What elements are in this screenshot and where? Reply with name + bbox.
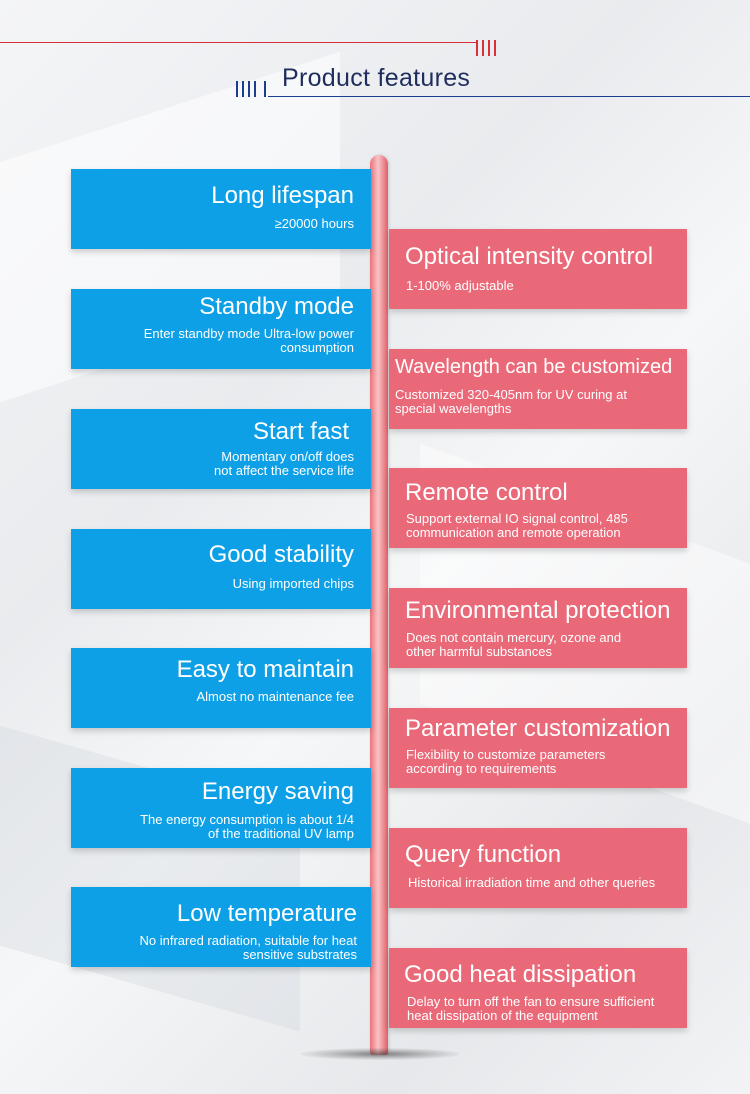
feature-title: Good stability: [208, 541, 354, 568]
feature-subtitle: No infrared radiation, suitable for heat…: [139, 933, 357, 962]
feature-subtitle: Does not contain mercury, ozone and othe…: [406, 630, 622, 659]
feature-card-start-fast: Start fast Momentary on/off does not aff…: [71, 409, 371, 489]
feature-subtitle: Almost no maintenance fee: [196, 689, 354, 704]
feature-card-wavelength-customized: Wavelength can be customized Customized …: [389, 349, 687, 429]
feature-title: Start fast: [252, 418, 349, 445]
feature-title: Remote control: [405, 479, 568, 506]
feature-title: Standby mode: [199, 293, 354, 320]
feature-subtitle: 1-100% adjustable: [406, 278, 514, 293]
feature-card-good-heat-dissipation: Good heat dissipation Delay to turn off …: [389, 948, 687, 1028]
feature-card-easy-to-maintain: Easy to maintain Almost no maintenance f…: [71, 648, 371, 728]
feature-title: Wavelength can be customized: [395, 356, 673, 378]
feature-title: Query function: [405, 841, 562, 868]
feature-title: Easy to maintain: [176, 656, 354, 683]
feature-card-energy-saving: Energy saving The energy consumption is …: [71, 768, 371, 848]
feature-card-long-lifespan: Long lifespan ≥20000 hours: [71, 169, 371, 249]
feature-title: Long lifespan: [211, 182, 354, 209]
feature-title: Environmental protection: [405, 597, 671, 624]
background-shape: [0, 708, 300, 1032]
feature-card-remote-control: Remote control Support external IO signa…: [389, 468, 687, 548]
feature-subtitle: Customized 320-405nm for UV curing at sp…: [395, 387, 627, 416]
feature-card-parameter-customization: Parameter customization Flexibility to c…: [389, 708, 687, 788]
feature-title: Low temperature: [176, 900, 357, 927]
header-blue-ticks: [236, 81, 268, 97]
feature-card-good-stability: Good stability Using imported chips: [71, 529, 371, 609]
feature-title: Energy saving: [201, 778, 354, 805]
header-blue-line: [268, 96, 750, 97]
feature-title: Optical intensity control: [405, 243, 654, 270]
feature-title: Parameter customization: [405, 715, 671, 742]
pole-shadow: [300, 1048, 460, 1060]
feature-subtitle: Flexibility to customize parameters acco…: [406, 747, 606, 776]
feature-card-query-function: Query function Historical irradiation ti…: [389, 828, 687, 908]
feature-subtitle: ≥20000 hours: [274, 216, 354, 231]
feature-subtitle: Momentary on/off does not affect the ser…: [214, 449, 354, 478]
feature-subtitle: Using imported chips: [232, 576, 354, 591]
feature-subtitle: Support external IO signal control, 485 …: [406, 511, 628, 540]
feature-title: Good heat dissipation: [404, 961, 637, 988]
header-red-ticks: [476, 40, 506, 56]
timeline-pole: [370, 155, 388, 1055]
page-title: Product features: [282, 64, 471, 92]
feature-card-environmental-protection: Environmental protection Does not contai…: [389, 588, 687, 668]
feature-subtitle: The energy consumption is about 1/4 of t…: [140, 812, 354, 841]
feature-card-standby-mode: Standby mode Enter standby mode Ultra-lo…: [71, 289, 371, 369]
feature-subtitle: Enter standby mode Ultra-low power consu…: [143, 326, 354, 355]
header-red-line: [0, 42, 476, 43]
feature-subtitle: Delay to turn off the fan to ensure suff…: [407, 994, 655, 1023]
feature-card-low-temperature: Low temperature No infrared radiation, s…: [71, 887, 371, 967]
feature-subtitle: Historical irradiation time and other qu…: [408, 875, 656, 890]
feature-card-optical-intensity-control: Optical intensity control 1-100% adjusta…: [389, 229, 687, 309]
